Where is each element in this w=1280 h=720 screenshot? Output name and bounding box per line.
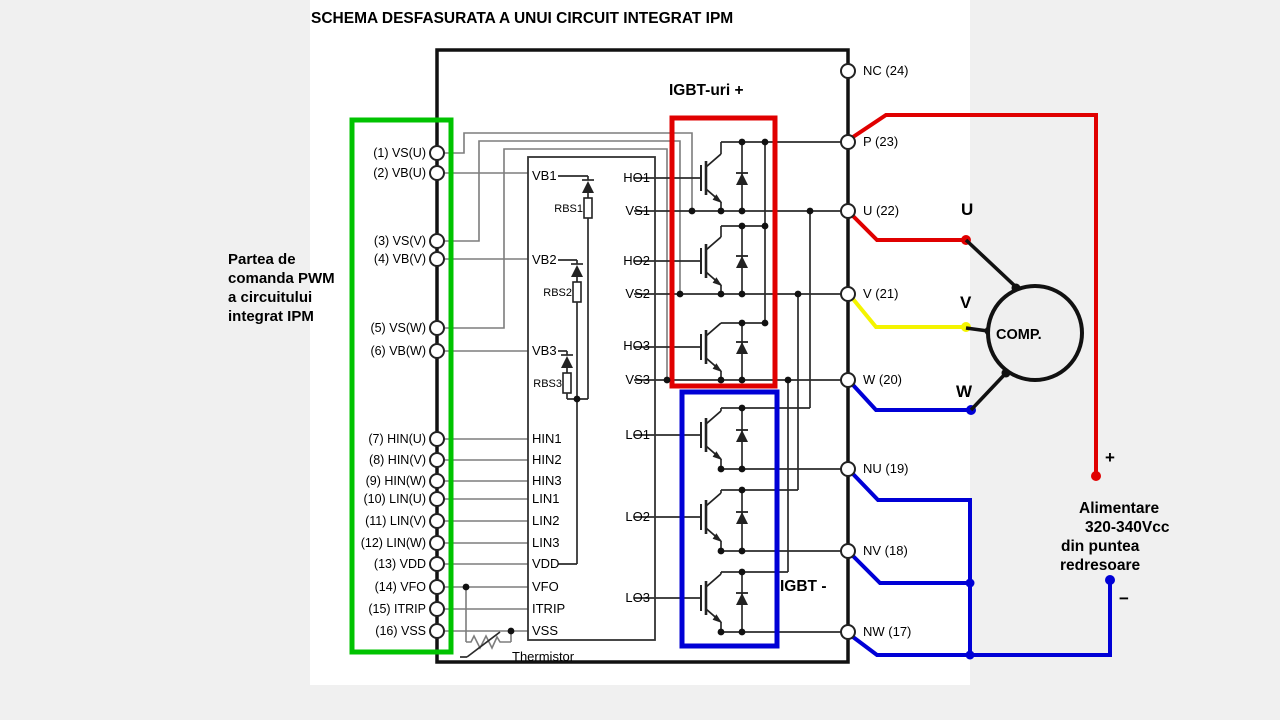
igbt-low-side-blue-box [679,389,780,649]
signal-wires [444,132,693,658]
left-pin-label: (12) LIN(W) [361,536,426,550]
ic-port-label: ITRIP [532,601,565,616]
igbt-high-side-red-box [669,115,778,389]
page-title: SCHEMA DESFASURATA A UNUI CIRCUIT INTEGR… [311,10,733,27]
supply-note-line: din puntea [1061,538,1140,555]
ic-port-label: LIN1 [532,491,559,506]
phase-v-label: V [960,293,972,312]
right-pin-labels: NC (24) P (23) U (22) V (21) W (20) NU (… [863,63,911,639]
left-pin-label: (11) LIN(V) [365,514,426,528]
left-pin-labels: (1) VS(U) (2) VB(U) (3) VS(V) (4) VB(V) … [361,146,427,638]
right-pin-label: V (21) [863,286,898,301]
pin-circles [429,63,856,640]
supply-note: Alimentare 320-340Vcc din puntea redreso… [1060,500,1170,574]
ic-port-label: LIN3 [532,535,559,550]
left-pin-label: (15) ITRIP [368,602,426,616]
diagram-white-panel [310,0,970,685]
left-pin-label: (5) VS(W) [370,321,426,335]
ic-port-label: HO1 [623,170,650,185]
left-pin-label: (8) HIN(V) [369,453,426,467]
right-pin-label: NC (24) [863,63,909,78]
ic-port-label: HIN1 [532,431,562,446]
right-pin-label: NV (18) [863,543,908,558]
ic-port-label: HO3 [623,338,650,353]
ic-port-label: VS1 [625,203,650,218]
rbs-label: RBS1 [554,203,583,215]
ic-port-label: VFO [532,579,559,594]
left-pin-label: (16) VSS [375,624,426,638]
bootstrap-chains [558,175,594,565]
left-pin-label: (2) VB(U) [373,166,426,180]
right-pin-label: NU (19) [863,461,909,476]
phase-u-label: U [961,200,973,219]
ic-port-label: HIN2 [532,452,562,467]
side-note-line: integrat IPM [228,308,314,325]
ic-port-label: VB2 [532,252,557,267]
right-pin-label: U (22) [863,203,899,218]
right-pin-label: W (20) [863,372,902,387]
thermistor-label: Thermistor [512,649,575,664]
left-pin-label: (6) VB(W) [370,344,426,358]
ic-port-label: VB1 [532,168,557,183]
ic-port-label: VS2 [625,286,650,301]
ic-port-label: VS3 [625,372,650,387]
left-pin-label: (13) VDD [374,557,426,571]
left-pin-label: (3) VS(V) [374,234,426,248]
inner-left-labels: VB1 VB2 VB3 HIN1 HIN2 HIN3 LIN1 LIN2 LIN… [532,168,583,638]
ic-port-label: LO1 [625,427,650,442]
rbs-label: RBS2 [543,287,572,299]
left-pin-label: (9) HIN(W) [366,474,426,488]
side-note-line: a circuitului [228,289,312,306]
left-pin-label: (14) VFO [375,580,427,594]
ic-port-label: HO2 [623,253,650,268]
comp-label: COMP. [996,327,1042,343]
ic-port-label: LIN2 [532,513,559,528]
right-pin-label: P (23) [863,134,898,149]
minus-terminal-label: − [1119,589,1129,608]
side-note-line: comanda PWM [228,270,335,287]
igbt-plus-label: IGBT-uri + [669,82,744,99]
ic-port-label: VSS [532,623,558,638]
left-pin-label: (10) LIN(U) [363,492,426,506]
external-wiring [851,113,1115,660]
right-pin-label: NW (17) [863,624,911,639]
junction-dots [462,138,814,636]
ic-port-label: LO3 [625,590,650,605]
supply-note-line: Alimentare [1079,500,1159,517]
supply-note-line: 320-340Vcc [1085,519,1170,536]
ic-port-label: VDD [532,556,559,571]
supply-note-line: redresoare [1060,557,1141,574]
ic-port-label: VB3 [532,343,557,358]
igbt-minus-label: IGBT - [780,578,827,595]
side-note: Partea de comanda PWM a circuitului inte… [228,251,335,325]
left-pin-label: (4) VB(V) [374,252,426,266]
driver-ic-box [527,156,656,641]
left-pin-label: (7) HIN(U) [368,432,426,446]
side-note-line: Partea de [228,251,296,268]
pwm-section-green-box [349,117,454,655]
inner-right-labels: HO1 VS1 HO2 VS2 HO3 VS3 LO1 LO2 LO3 [623,170,650,605]
ic-port-label: HIN3 [532,473,562,488]
phase-w-label: W [956,382,973,401]
compressor-motor-circle [986,284,1084,382]
ic-port-label: LO2 [625,509,650,524]
left-pin-label: (1) VS(U) [373,146,426,160]
rbs-label: RBS3 [533,378,562,390]
plus-terminal-label: + [1105,448,1115,467]
